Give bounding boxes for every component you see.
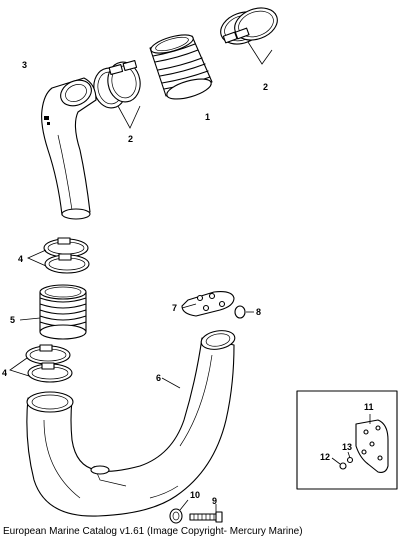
- callout-2-top-right: 2: [263, 82, 268, 92]
- callout-12: 12: [320, 452, 330, 462]
- part-4-clamps-lower: [9, 344, 73, 383]
- callout-9: 9: [212, 496, 217, 506]
- part-2-clamps-top-right: [220, 7, 278, 65]
- image-caption: European Marine Catalog v1.61 (Image Cop…: [3, 526, 303, 537]
- part-9-bolt: [189, 504, 223, 523]
- callout-6: 6: [156, 373, 161, 383]
- detail-box-bracket: [296, 390, 398, 490]
- part-4-clamps-upper: [27, 237, 90, 274]
- part-3-elbow-tube: [41, 77, 97, 220]
- callout-4-lower: 4: [2, 368, 7, 378]
- callout-13: 13: [342, 442, 352, 452]
- callout-11: 11: [364, 402, 374, 412]
- callout-8: 8: [256, 307, 261, 317]
- callout-10: 10: [190, 490, 200, 500]
- part-10-washer: [169, 499, 189, 524]
- callout-5: 5: [10, 315, 15, 325]
- part-2-clamps-middle: [93, 60, 141, 129]
- part-1-hose: [149, 34, 213, 100]
- callout-1: 1: [205, 112, 210, 122]
- callout-3: 3: [22, 60, 27, 70]
- part-6-exhaust-pipe: [26, 330, 236, 517]
- callout-7: 7: [172, 303, 177, 313]
- callout-2-middle: 2: [128, 134, 133, 144]
- part-5-bellows-hose: [19, 284, 87, 340]
- part-7-cover-plate: [181, 291, 235, 317]
- part-8-gasket: [234, 305, 254, 319]
- callout-4-upper: 4: [18, 254, 23, 264]
